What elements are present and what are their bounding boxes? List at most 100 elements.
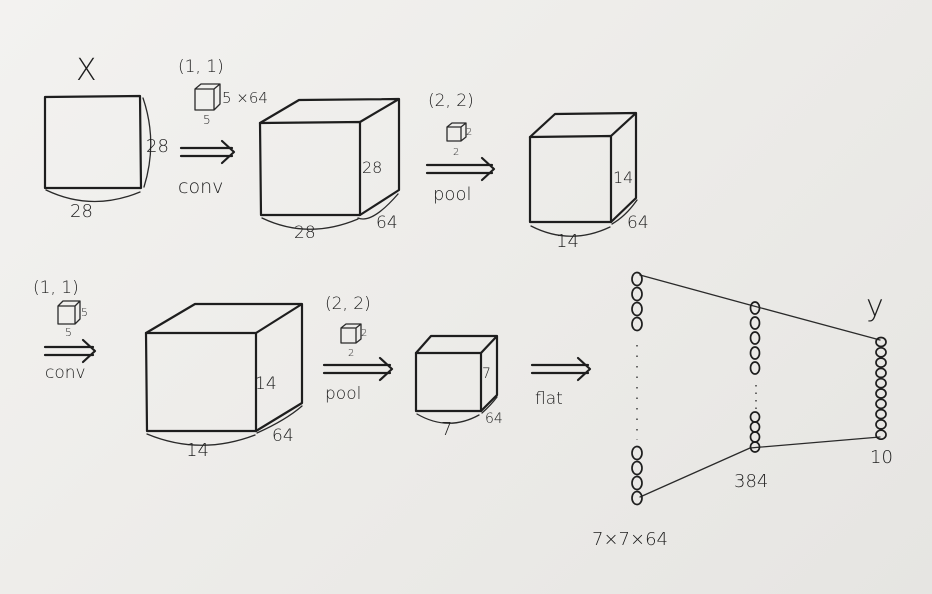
- conv2-annotation: (1, 1) 5 5 conv: [33, 278, 97, 383]
- block2-width-label: 14: [556, 231, 579, 252]
- conv1-op-label: conv: [178, 176, 223, 198]
- block3-height-label: 14: [255, 374, 277, 394]
- output-node: [875, 429, 887, 441]
- hidden-layer-nodes: [749, 301, 761, 453]
- output-node: [875, 357, 887, 368]
- block4-width-label: 7: [441, 419, 452, 440]
- input-square: X 28 28: [43, 53, 169, 222]
- hidden-node: [749, 331, 761, 345]
- pool1-arrow-icon: [425, 156, 496, 182]
- output-node: [875, 408, 887, 420]
- block2-front-face: [528, 134, 613, 224]
- input-square-outline: [43, 94, 143, 190]
- output-node: [875, 419, 887, 430]
- pool1-kernel-side: 2: [453, 147, 459, 158]
- hidden-node: [749, 411, 761, 423]
- hidden-size-label: 384: [734, 471, 768, 492]
- conv2-arrow-icon: [43, 338, 97, 364]
- pool2-kernel-side: 2: [348, 348, 354, 359]
- hidden-node: [749, 301, 761, 315]
- block1-cube: 28 28 64: [258, 97, 401, 243]
- hidden-node: [749, 431, 761, 443]
- block2-depth-label: 64: [627, 213, 649, 233]
- block3-width-label: 14: [186, 440, 209, 461]
- input-height-label: 28: [146, 136, 169, 157]
- block1-width-brace: [261, 217, 359, 230]
- block4-width-brace: [416, 413, 480, 424]
- block1-width-label: 28: [294, 223, 316, 243]
- block4-height-label: 7: [482, 366, 491, 382]
- block1-depth-brace: [357, 193, 399, 220]
- pool2-window-label: (2, 2): [325, 294, 371, 314]
- input-label: X: [76, 53, 97, 88]
- output-label: y: [866, 289, 884, 324]
- block1-depth-label: 64: [376, 213, 398, 233]
- block3-depth-label: 64: [272, 426, 294, 446]
- block2-width-brace: [530, 225, 611, 237]
- pool2-kernel-icon: [340, 323, 362, 344]
- flat-node: [631, 301, 643, 317]
- pool1-kernel-icon: [446, 122, 467, 142]
- pool2-kernel-size: 2: [361, 328, 367, 339]
- pool2-op-label: pool: [325, 384, 361, 404]
- pool1-annotation: (2, 2) 2 2 pool: [425, 91, 496, 205]
- dense-network: y 10 384 7×7×64: [592, 271, 893, 550]
- block2-depth-brace: [611, 199, 638, 225]
- block4-depth-label: 64: [485, 411, 503, 427]
- conv2-stride-label: (1, 1): [33, 278, 79, 298]
- flat-layer-nodes: [631, 271, 643, 506]
- hidden-node: [749, 346, 761, 360]
- block1-top-side-faces: [258, 97, 401, 217]
- hidden-node: [749, 421, 761, 433]
- pool1-op-label: pool: [433, 184, 471, 205]
- block3-top-side-faces: [144, 302, 304, 433]
- flat-node: [631, 475, 643, 491]
- flat-arrow-icon: [530, 356, 592, 382]
- flat-node: [631, 460, 643, 476]
- block2-height-label: 14: [613, 168, 633, 187]
- block1-front-face: [258, 120, 362, 217]
- conv2-kernel-size: 5: [81, 306, 88, 319]
- conv2-kernel-icon: [57, 300, 81, 325]
- conv1-arrow-icon: [179, 139, 236, 165]
- block4-front-face: [414, 351, 483, 413]
- block2-top-side-faces: [528, 111, 638, 224]
- output-node: [875, 388, 887, 399]
- output-node: [875, 336, 887, 348]
- conv1-kernel-icon: [194, 83, 221, 111]
- flat-node: [631, 490, 643, 506]
- block4-cube: 7 7 64: [414, 334, 503, 440]
- conv2-op-label: conv: [45, 363, 86, 383]
- input-width-label: 28: [70, 201, 93, 222]
- block2-cube: 14 14 64: [528, 111, 649, 252]
- pool2-arrow-icon: [322, 356, 394, 382]
- conv2-kernel-side: 5: [65, 326, 72, 339]
- flat-op-label: flat: [535, 389, 563, 409]
- input-width-brace: [45, 189, 141, 203]
- flat-size-label: 7×7×64: [592, 529, 668, 550]
- output-layer-nodes: [875, 336, 887, 441]
- output-size-label: 10: [870, 447, 893, 468]
- block3-width-brace: [146, 433, 256, 446]
- flat-node: [631, 286, 643, 302]
- flat-node: [631, 271, 643, 287]
- conv1-annotation: (1, 1) 5 ×64 5 conv: [178, 57, 268, 198]
- conv1-kernel-side: 5: [203, 113, 211, 127]
- output-node: [875, 398, 887, 410]
- block3-cube: 14 14 64: [144, 302, 304, 461]
- hidden-node: [749, 441, 761, 453]
- pool2-annotation: (2, 2) 2 2 pool: [322, 294, 394, 404]
- conv1-stride-label: (1, 1): [178, 57, 224, 77]
- flat-node: [631, 316, 643, 332]
- block4-top-side-faces: [414, 334, 499, 413]
- output-node: [875, 377, 887, 389]
- hidden-node: [749, 316, 761, 330]
- block3-front-face: [144, 331, 258, 433]
- output-node: [875, 346, 887, 358]
- block4-depth-brace: [481, 396, 498, 414]
- block1-height-label: 28: [362, 158, 382, 177]
- block3-depth-brace: [256, 405, 303, 434]
- hidden-node: [749, 361, 761, 375]
